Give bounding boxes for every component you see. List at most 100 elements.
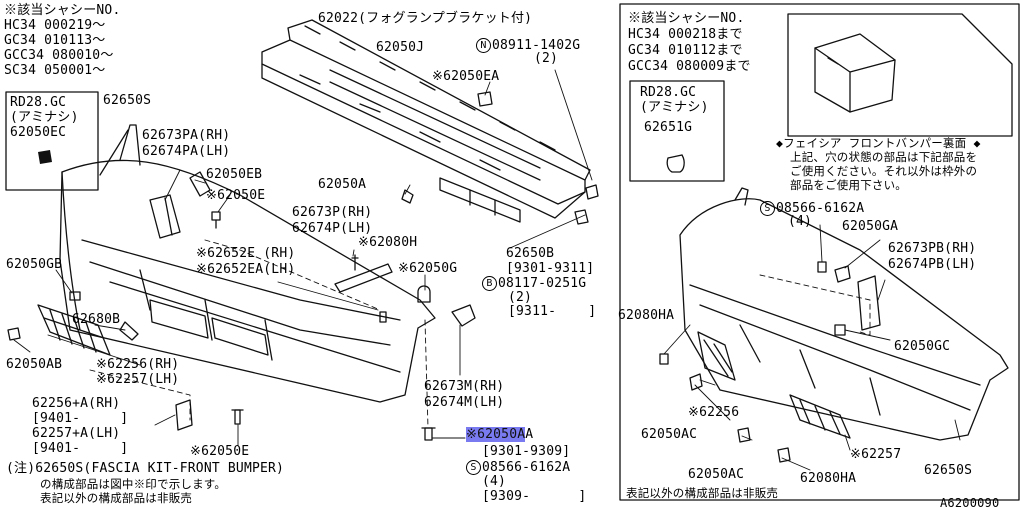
left-chassis-header: ※該当シャシーNO. bbox=[4, 3, 121, 18]
label-62080H: ※62080H bbox=[358, 235, 418, 250]
small-parts-left bbox=[7, 91, 599, 441]
label-62256: ※62256(RH) bbox=[96, 357, 180, 372]
dashed-line-left-3 bbox=[204, 239, 381, 311]
leader-lines-left bbox=[13, 69, 593, 446]
label-08566-bottom-qty: (4) bbox=[482, 474, 507, 489]
label-62257A-range: [9401- ] bbox=[32, 441, 129, 456]
right-box-line2: (アミナシ) bbox=[640, 100, 709, 115]
label-62256A: 62256+A(RH) bbox=[32, 396, 121, 411]
label-62050EB: 62050EB bbox=[206, 167, 263, 182]
label-62080HA-2: 62080HA bbox=[800, 471, 857, 486]
left-box-part: 62050EC bbox=[10, 125, 67, 140]
label-62257-right: ※62257 bbox=[850, 447, 902, 462]
fascia-note-line2: ご使用ください。それ以外は枠外の bbox=[790, 164, 978, 178]
right-chassis-line-3: GCC34 080009まで bbox=[628, 59, 751, 74]
lower-bracket bbox=[439, 177, 521, 223]
label-62050AC-2: 62050AC bbox=[688, 467, 745, 482]
s-circle-mark-bottom: S bbox=[466, 460, 481, 475]
label-62650B: 62650B bbox=[506, 246, 555, 261]
label-62680B: 62680B bbox=[72, 312, 121, 327]
footnote-line2: の構成部品は図中※印で示します。 bbox=[40, 477, 227, 491]
label-62673M: 62673M(RH) bbox=[424, 379, 505, 394]
dashed-line-left-1 bbox=[89, 369, 191, 421]
footnote-line3: 表記以外の構成部品は非販売 bbox=[40, 491, 193, 505]
label-62050EA: ※62050EA bbox=[432, 69, 500, 84]
right-chassis-header: ※該当シャシーNO. bbox=[628, 11, 745, 26]
label-62674M: 62674M(LH) bbox=[424, 395, 505, 410]
label-62256-right: ※62256 bbox=[688, 405, 740, 420]
left-chassis-sub-box bbox=[5, 91, 99, 191]
label-62256A-range: [9401- ] bbox=[32, 411, 129, 426]
fascia-part-2 bbox=[666, 154, 685, 173]
right-chassis-line-2: GC34 010112まで bbox=[628, 43, 743, 58]
label-62257A: 62257+A(LH) bbox=[32, 426, 121, 441]
left-box-line1: RD28.GC bbox=[10, 95, 67, 110]
label-62650S-top: 62650S bbox=[103, 93, 152, 108]
label-62050GA: 62050GA bbox=[842, 219, 899, 234]
label-08566-bottom-text: 08566-6162A bbox=[482, 460, 571, 475]
label-62050AC-1: 62050AC bbox=[641, 427, 698, 442]
label-08566-right-qty: (4) bbox=[788, 214, 813, 229]
label-08911-text: 08911-1402G bbox=[492, 38, 581, 53]
right-box-part: 62651G bbox=[644, 120, 693, 135]
label-08566-right-text: 08566-6162A bbox=[776, 201, 865, 216]
left-chassis-line-4: SC34 050001～ bbox=[4, 63, 106, 78]
right-chassis-line-1: HC34 000218まで bbox=[628, 27, 743, 42]
label-08566-bottom-range: [9309- ] bbox=[482, 489, 587, 504]
label-62080HA: 62080HA bbox=[618, 308, 675, 323]
label-62674PB: 62674PB(LH) bbox=[888, 257, 977, 272]
front-bumper-left bbox=[59, 124, 436, 403]
label-62652EA: ※62652EA(LH) bbox=[196, 262, 296, 277]
left-chassis-line-2: GC34 010113～ bbox=[4, 33, 106, 48]
dashed-line-right bbox=[759, 274, 871, 336]
label-62050AA: ※62050AA bbox=[466, 427, 533, 442]
label-62050AB: 62050AB bbox=[6, 357, 63, 372]
label-62673PA: 62673PA(RH) bbox=[142, 128, 231, 143]
label-62674P: 62674P(LH) bbox=[292, 221, 373, 236]
b-circle-mark: B bbox=[482, 276, 497, 291]
label-62673P: 62673P(RH) bbox=[292, 205, 373, 220]
label-62050J: 62050J bbox=[376, 40, 425, 55]
right-footnote: 表記以外の構成部品は非販売 bbox=[626, 486, 779, 500]
label-62257: ※62257(LH) bbox=[96, 372, 180, 387]
label-62022: 62022(フォグランプブラケット付) bbox=[318, 11, 533, 26]
label-08117-qty: (2) bbox=[508, 290, 533, 305]
fascia-inset-picture bbox=[787, 13, 1013, 137]
label-62673PB: 62673PB(RH) bbox=[888, 241, 977, 256]
fascia-note-title: ◆フェイシア フロントバンパー裏面 ◆ bbox=[776, 136, 981, 150]
label-62050E-bottom: ※62050E bbox=[190, 444, 250, 459]
label-62650B-range: [9301-9311] bbox=[506, 261, 595, 276]
fascia-note-line1: 上記、穴の状態の部品は下記部品を bbox=[790, 150, 978, 164]
right-panel-frame bbox=[619, 3, 1020, 501]
bumper-reinforcement-beam bbox=[261, 19, 591, 219]
label-62674PA: 62674PA(LH) bbox=[142, 144, 231, 159]
right-box-line1: RD28.GC bbox=[640, 85, 697, 100]
left-chassis-line-3: GCC34 080010～ bbox=[4, 48, 114, 63]
highlighted-part-number: ※62050A bbox=[466, 427, 526, 442]
label-62650S-right: 62650S bbox=[924, 463, 973, 478]
diagram-id: A6200090 bbox=[940, 496, 1000, 510]
fascia-part-1 bbox=[38, 150, 52, 164]
right-chassis-sub-box bbox=[629, 80, 725, 182]
front-bumper-right bbox=[659, 187, 1009, 463]
label-62050G: ※62050G bbox=[398, 261, 458, 276]
n-circle-mark: N bbox=[476, 38, 491, 53]
label-62050GC: 62050GC bbox=[894, 339, 951, 354]
label-08117-range: [9311- ] bbox=[508, 304, 597, 319]
s-circle-mark-right: S bbox=[760, 201, 775, 216]
label-08117-text: 08117-0251G bbox=[498, 276, 587, 291]
label-62050E-top: ※62050E bbox=[206, 188, 266, 203]
leader-lines-right bbox=[663, 224, 961, 471]
label-62050GB: 62050GB bbox=[6, 257, 63, 272]
left-box-line2: (アミナシ) bbox=[10, 110, 79, 125]
label-08911-qty: (2) bbox=[534, 51, 559, 66]
dashed-line-left-2 bbox=[424, 319, 429, 429]
footnote-line1: (注)62650S(FASCIA KIT-FRONT BUMPER) bbox=[6, 461, 285, 476]
fascia-note-line3: 部品をご使用下さい。 bbox=[790, 178, 907, 192]
